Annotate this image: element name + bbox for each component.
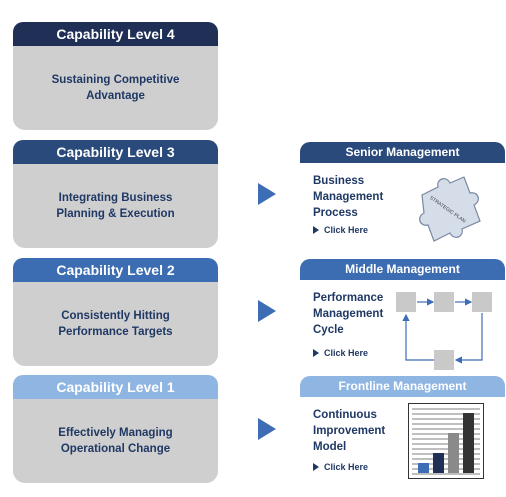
click-here-link[interactable]: Click Here	[313, 462, 368, 472]
frontline-management-panel: Frontline Management Continuous Improvem…	[300, 376, 505, 497]
business-management-process-title: Business Management Process	[313, 175, 384, 219]
middle-management-header: Middle Management	[300, 259, 505, 280]
capability-level-3-text: Integrating Business Planning & Executio…	[13, 164, 218, 248]
cycle-flow-icon	[396, 292, 496, 378]
capability-level-2-text: Consistently Hitting Performance Targets	[13, 282, 218, 366]
capability-level-4-text: Sustaining Competitive Advantage	[13, 46, 218, 130]
capability-level-4-card: Capability Level 4 Sustaining Competitiv…	[13, 22, 218, 130]
play-arrow-icon	[313, 226, 319, 234]
puzzle-piece-icon: STRATEGIC PLAN	[419, 176, 481, 242]
frontline-management-header: Frontline Management	[300, 376, 505, 397]
capability-level-2-card: Capability Level 2 Consistently Hitting …	[13, 258, 218, 366]
capability-level-4-header: Capability Level 4	[13, 22, 218, 46]
arrow-right-icon	[258, 300, 276, 322]
click-here-link[interactable]: Click Here	[313, 348, 368, 358]
chart-bar	[448, 433, 459, 473]
capability-level-3-card: Capability Level 3 Integrating Business …	[13, 140, 218, 248]
chart-bar	[433, 453, 444, 473]
chart-bar	[418, 463, 429, 473]
bar-chart-icon	[408, 403, 484, 479]
capability-level-1-card: Capability Level 1 Effectively Managing …	[13, 375, 218, 483]
senior-management-panel: Senior Management Business Management Pr…	[300, 142, 505, 263]
continuous-improvement-model-title: Continuous Improvement Model	[313, 409, 386, 453]
capability-level-1-text: Effectively Managing Operational Change	[13, 399, 218, 483]
play-arrow-icon	[313, 463, 319, 471]
click-here-link[interactable]: Click Here	[313, 225, 368, 235]
arrow-right-icon	[258, 418, 276, 440]
play-arrow-icon	[313, 349, 319, 357]
capability-level-3-header: Capability Level 3	[13, 140, 218, 164]
capability-level-2-header: Capability Level 2	[13, 258, 218, 282]
capability-level-1-header: Capability Level 1	[13, 375, 218, 399]
chart-bar	[463, 413, 474, 473]
arrow-right-icon	[258, 183, 276, 205]
middle-management-panel: Middle Management Performance Management…	[300, 259, 505, 380]
performance-management-cycle-title: Performance Management Cycle	[313, 292, 384, 336]
senior-management-header: Senior Management	[300, 142, 505, 163]
